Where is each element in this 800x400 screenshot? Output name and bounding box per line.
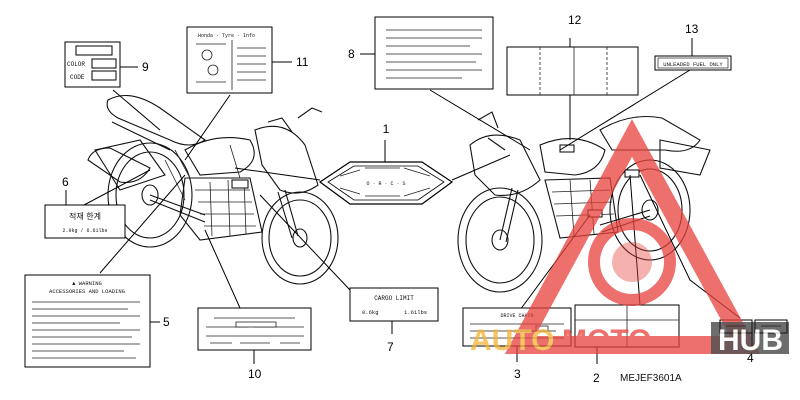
watermark-text-moto: MOTO xyxy=(562,324,651,357)
label-9-color-text: COLOR xyxy=(67,61,85,68)
watermark-text-hub: HUB xyxy=(718,324,783,357)
callout-5: 5 xyxy=(163,315,170,329)
label-3-title: DRIVE CHAIN xyxy=(500,313,533,319)
label-13-text: UNLEADED FUEL ONLY xyxy=(663,61,723,68)
label-6-title: 적재 한계 xyxy=(69,211,101,221)
label-11-tyre-info: Honda · Tyre · Info xyxy=(186,26,273,94)
label-5-warning-accessories: ▲ WARNING ACCESSORIES AND LOADING xyxy=(24,274,151,368)
label-9-code-text: CODE xyxy=(70,74,85,81)
label-5-subtitle: ACCESSORIES AND LOADING xyxy=(49,288,125,295)
label-1-center: O · R · C · S xyxy=(366,181,405,187)
label-10 xyxy=(197,307,312,351)
callout-4: 4 xyxy=(747,351,754,365)
label-7-cargo-limit: CARGO LIMIT 0.6kg 1.61lbs xyxy=(349,287,439,322)
callout-9: 9 xyxy=(142,60,149,74)
label-7-left: 0.6kg xyxy=(362,309,379,316)
callout-10: 10 xyxy=(248,367,262,381)
left-motorcycle-illustration xyxy=(87,94,339,285)
callout-6: 6 xyxy=(62,175,69,189)
callout-3: 3 xyxy=(514,367,521,381)
part-code: MEJEF3601A xyxy=(620,373,682,384)
callout-2: 2 xyxy=(593,371,600,385)
label-7-title: CARGO LIMIT xyxy=(374,295,414,302)
callout-13: 13 xyxy=(685,22,699,36)
label-6-load-limit: 적재 한계 2.0kg / 6.61lbs xyxy=(44,204,126,239)
callout-1: 1 xyxy=(383,122,390,136)
label-12 xyxy=(506,46,639,96)
label-7-right: 1.61lbs xyxy=(404,309,427,316)
label-6-values: 2.0kg / 6.61lbs xyxy=(62,228,107,234)
callout-8: 8 xyxy=(348,47,355,61)
watermark-text-auto: AUTO xyxy=(470,324,554,357)
label-1-diamond-emblem: O · R · C · S xyxy=(318,161,454,205)
label-5-title: ▲ WARNING xyxy=(72,280,102,287)
label-8 xyxy=(374,16,494,90)
label-9-color-code: COLOR CODE xyxy=(64,41,121,88)
watermark-automotohub: AUTO MOTO HUB xyxy=(470,119,789,357)
callout-12: 12 xyxy=(568,13,582,27)
label-11-title: Honda · Tyre · Info xyxy=(198,33,255,39)
callout-7: 7 xyxy=(387,340,394,354)
label-13-unleaded-fuel: UNLEADED FUEL ONLY xyxy=(654,55,732,71)
callout-11: 11 xyxy=(296,55,309,69)
